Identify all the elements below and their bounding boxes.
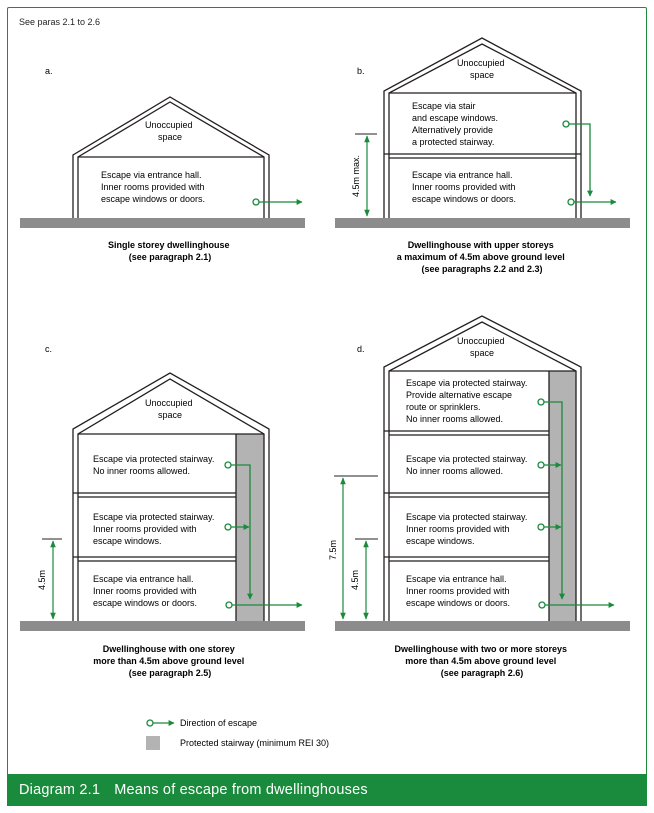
panel-b: b. Unoccupied space Escape via stair and… [335, 37, 630, 274]
panel-c: c. Unoccupied space Escape via protected… [20, 344, 305, 678]
room-first-text: Escape via protected stairway. Inner roo… [406, 512, 530, 546]
height-dimension-outer: 7.5m [328, 475, 378, 620]
room-ground-text: Escape via entrance hall. Inner rooms pr… [101, 170, 207, 204]
ground-line [335, 218, 630, 228]
height-dimension: 4.5m [37, 538, 62, 620]
room-third-text: Escape via protected stairway. Provide a… [406, 378, 530, 424]
panel-d: d. Unoccupied space Escape via protected… [328, 315, 630, 678]
dimension-label: 7.5m [328, 540, 338, 560]
ground-line [335, 621, 630, 631]
unoccupied-space-label: Unoccupied space [457, 58, 507, 80]
escape-arrow-icon [146, 719, 175, 727]
diagram-title: Means of escape from dwellinghouses [114, 782, 368, 798]
panel-letter: b. [357, 66, 365, 76]
panel-letter: c. [45, 344, 52, 354]
panel-letter: d. [357, 344, 365, 354]
legend: Direction of escape Protected stairway (… [146, 718, 329, 750]
height-dimension-inner: 4.5m [350, 538, 378, 620]
unoccupied-space-label: Unoccupied space [145, 398, 195, 420]
see-paras-note: See paras 2.1 to 2.6 [19, 17, 100, 27]
house-outline [383, 315, 582, 621]
height-dimension: 4.5m max. [351, 133, 377, 217]
stairway-swatch [146, 736, 160, 750]
unoccupied-space-label: Unoccupied space [457, 336, 507, 358]
unoccupied-space-label: Unoccupied space [145, 120, 195, 142]
escape-route [224, 461, 303, 609]
room-upper-text: Escape via stair and escape windows. Alt… [412, 101, 501, 147]
house-outline [383, 37, 582, 218]
panel-a: a. Unoccupied space Escape via entrance … [20, 66, 305, 262]
escape-route [252, 198, 303, 206]
panel-caption: Dwellinghouse with two or more storeys m… [394, 644, 569, 678]
house-outline [72, 96, 270, 218]
panel-caption: Single storey dwellinghouse (see paragra… [108, 240, 232, 262]
panel-caption: Dwellinghouse with one storey more than … [93, 644, 247, 678]
escape-route [562, 120, 617, 206]
house-outline [72, 372, 270, 621]
dimension-label: 4.5m [37, 570, 47, 590]
room-ground-text: Escape via entrance hall. Inner rooms pr… [93, 574, 199, 608]
diagram-title-bar: Diagram 2.1 Means of escape from dwellin… [7, 774, 647, 806]
room-ground-text: Escape via entrance hall. Inner rooms pr… [406, 574, 512, 608]
escape-route [537, 398, 615, 609]
dimension-label: 4.5m [350, 570, 360, 590]
ground-line [20, 218, 305, 228]
room-second-text: Escape via protected stairway. No inner … [93, 454, 217, 476]
panel-letter: a. [45, 66, 53, 76]
legend-escape-label: Direction of escape [180, 718, 257, 728]
room-ground-text: Escape via entrance hall. Inner rooms pr… [412, 170, 518, 204]
legend-stairway-label: Protected stairway (minimum REI 30) [180, 738, 329, 748]
ground-line [20, 621, 305, 631]
room-first-text: Escape via protected stairway. Inner roo… [93, 512, 217, 546]
panel-caption: Dwellinghouse with upper storeys a maxim… [397, 240, 568, 274]
diagram-number: Diagram 2.1 [19, 782, 101, 798]
dimension-label: 4.5m max. [351, 155, 361, 197]
room-second-text: Escape via protected stairway. No inner … [406, 454, 530, 476]
